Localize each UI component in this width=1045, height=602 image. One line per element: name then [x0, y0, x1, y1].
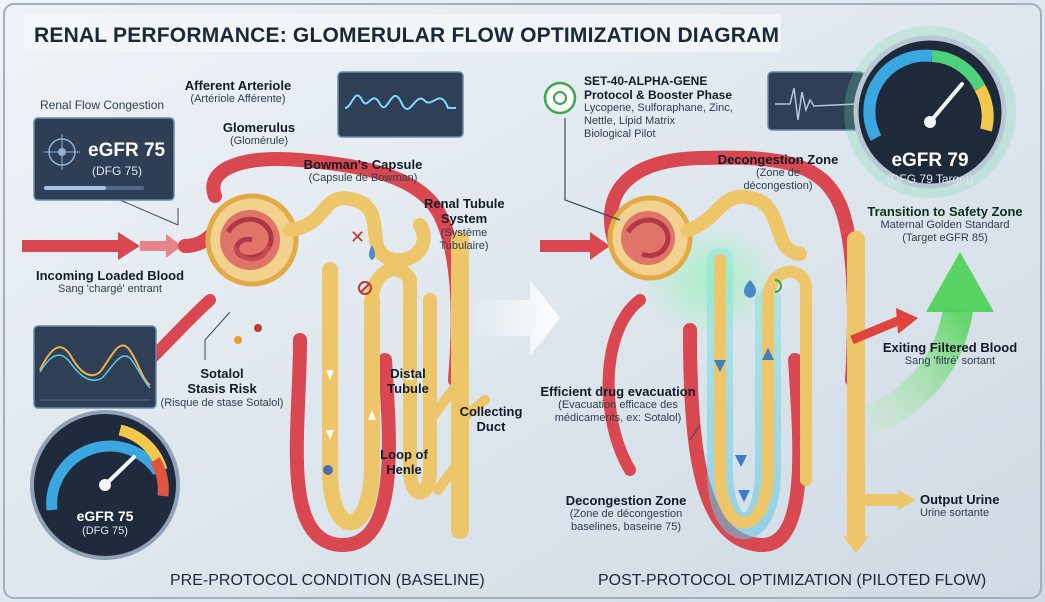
glomerulus [220, 210, 280, 270]
safety-green-arrow [864, 252, 994, 434]
left-trend-chart [33, 325, 157, 409]
urine-down-arrow [843, 536, 869, 553]
decongestion-top-label: Decongestion Zone (Zone de décongestion) [717, 152, 839, 193]
sotalol-label: Sotalol Stasis Risk (Risque de stase Sot… [160, 366, 284, 409]
tubule-system-label: Renal Tubule System (Système Tubulaire) [424, 196, 505, 252]
decongestion-bottom-label: Decongestion Zone (Zone de décongestion … [565, 493, 687, 534]
protocol-gene-icon [543, 81, 577, 115]
exit-blood-arrow [896, 308, 918, 334]
recycle-icon [774, 279, 782, 293]
output-urine-arrow [898, 490, 916, 510]
proximal-tubule [283, 191, 431, 268]
output-urine-label: Output Urine Urine sortante [920, 492, 1000, 520]
exiting-blood-label: Exiting Filtered Blood Sang 'filtré' sor… [882, 340, 1018, 368]
henle-label: Loop of Henle [380, 447, 428, 478]
stop-icon [358, 281, 372, 295]
vasa-recta [289, 333, 396, 553]
incoming-blood-label: Incoming Loaded Blood Sang 'chargé' entr… [35, 268, 185, 296]
bowman-label: Bowman's Capsule (Capsule de Bowman) [303, 157, 423, 185]
transition-arrow [470, 280, 560, 356]
flow-arrows-left [326, 370, 414, 440]
flow-congestion-label: Renal Flow Congestion [40, 98, 165, 112]
left-nephron: ✕ [22, 152, 490, 553]
left-panel-caption: PRE-PROTOCOL CONDITION (BASELINE) [170, 572, 485, 589]
left-monitor-value: eGFR 75 [88, 140, 166, 161]
left-gauge-readout: eGFR 75 (DFG 75) [76, 508, 134, 537]
right-panel-caption: POST-PROTOCOL OPTIMIZATION (PILOTED FLOW… [598, 572, 987, 589]
left-waveform-screen [337, 71, 464, 138]
particle-icon [323, 465, 333, 475]
left-gauge [30, 410, 180, 560]
drop-icon [369, 245, 375, 260]
right-gauge [844, 26, 1016, 198]
right-nephron [540, 118, 918, 553]
evacuation-label: Efficient drug evacuation (Evacuation ef… [540, 384, 696, 425]
glomerulus-label: Glomerulus (Glomérule) [222, 120, 296, 148]
right-waveform-screen [767, 71, 865, 131]
safety-zone-label: Transition to Safety Zone Maternal Golde… [867, 204, 1023, 245]
right-gauge-readout: eGFR 79 (DFG 79 Target) [886, 150, 974, 187]
incoming-blood-arrows [22, 232, 182, 260]
loop-of-henle [322, 262, 380, 531]
page-title: RENAL PERFORMANCE: GLOMERULAR FLOW OPTIM… [34, 24, 780, 47]
left-monitor-sub: (DFG 75) [92, 164, 143, 178]
title-banner [24, 14, 781, 52]
outer-frame [3, 3, 1042, 599]
flow-arrows-right [714, 348, 774, 502]
stasis-x-icon: ✕ [350, 227, 365, 247]
collecting-label: Collecting Duct [459, 404, 523, 435]
left-monitor [33, 117, 175, 201]
afferent-label: Afferent Arteriole (Artériole Afférente) [184, 78, 292, 106]
protocol-label: SET-40-ALPHA-GENE Protocol & Booster Pha… [584, 74, 733, 141]
distal-label: Distal Tubule [387, 366, 429, 397]
